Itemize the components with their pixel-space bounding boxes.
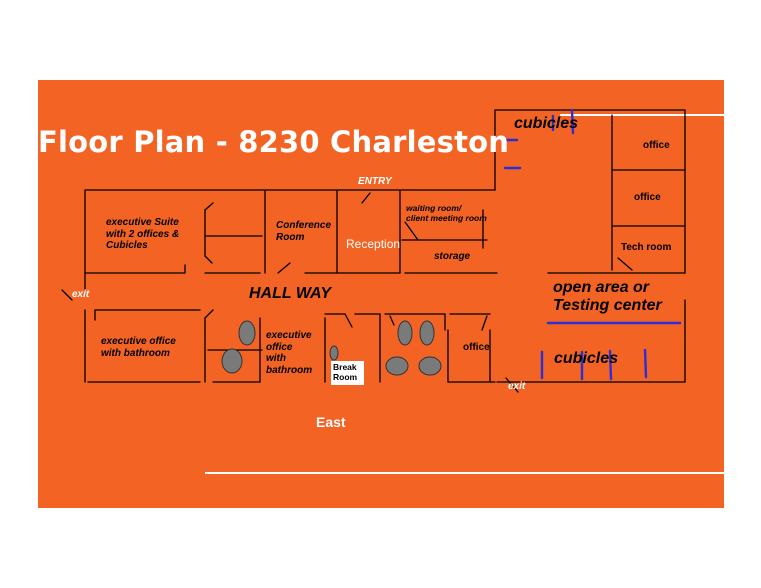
sink-icon <box>221 348 243 374</box>
open-area-label: open area or Testing center <box>553 279 662 315</box>
conference-room-label: Conference Room <box>276 220 332 243</box>
sink-icon <box>418 356 442 376</box>
bathroom-fixtures <box>221 320 442 376</box>
waiting-room-label: waiting room/ client meeting room <box>406 203 487 223</box>
cubicle-markup <box>501 108 682 381</box>
cubicles-top-label: cubicles <box>514 115 579 132</box>
executive-suite-label: executive Suite with 2 offices & Cubicle… <box>106 217 180 251</box>
break-room-label: Break Room <box>331 361 364 385</box>
toilet-icon <box>238 320 256 346</box>
toilet-icon <box>329 345 339 361</box>
exit-right-label: exit <box>508 381 526 392</box>
reception-label: Reception <box>346 237 401 251</box>
storage-label: storage <box>434 251 471 262</box>
office-label-2: office <box>634 192 661 203</box>
tech-room-label: Tech room <box>621 242 672 253</box>
floor-plan-slide <box>38 80 724 508</box>
office-label-1: office <box>643 140 670 151</box>
page-title: Floor Plan - 8230 Charleston <box>38 125 510 159</box>
walls <box>61 109 686 393</box>
entry-label: ENTRY <box>358 176 392 187</box>
executive-office-bathroom-label-2: executive office with bathroom <box>266 330 313 376</box>
sink-icon <box>385 356 409 376</box>
east-label: East <box>316 414 346 430</box>
office-label-3: office <box>463 342 490 353</box>
executive-office-bathroom-label: executive office with bathroom <box>101 336 176 359</box>
hallway-label: HALL WAY <box>249 285 332 302</box>
toilet-icon <box>419 320 435 346</box>
toilet-icon <box>397 320 413 346</box>
cubicles-bottom-label: cubicles <box>554 350 619 367</box>
decorative-rules <box>205 114 724 474</box>
exit-left-label: exit <box>72 289 90 300</box>
